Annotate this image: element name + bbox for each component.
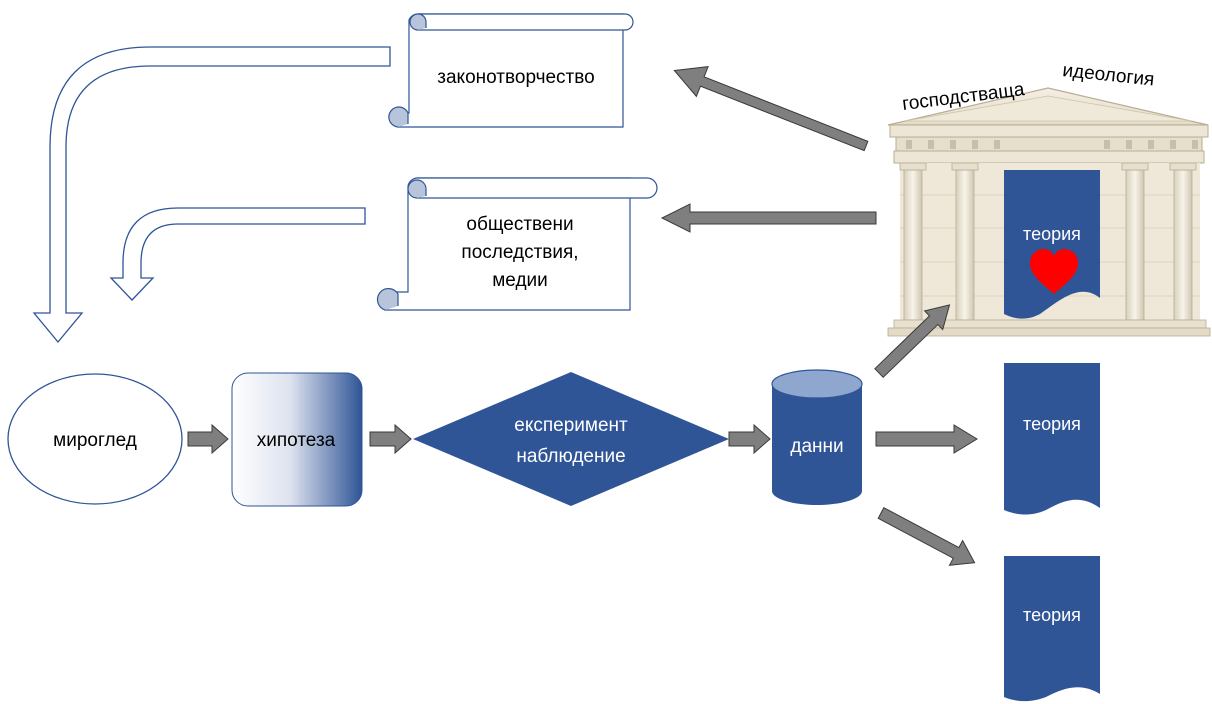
hypothesis-label: хипотеза	[257, 430, 336, 451]
scroll-social-line2: последствия,	[461, 242, 578, 263]
arrow-data-to-theory-right	[875, 424, 978, 454]
scroll-legislation: законотворчество	[388, 13, 634, 128]
arrow-temple-to-social	[660, 203, 877, 233]
worldview-label: мироглед	[53, 430, 137, 451]
experiment-line1: експеримент	[514, 415, 628, 436]
arrow-data-to-temple	[874, 304, 951, 379]
arrow-temple-to-legislation	[673, 66, 869, 152]
temple-theory-document	[1004, 170, 1100, 319]
node-experiment: експеримент наблюдение	[413, 372, 729, 506]
arrow-data-to-theory-bottom	[877, 507, 976, 566]
experiment-line2: наблюдение	[516, 446, 625, 467]
scroll-social-line3: медии	[492, 270, 548, 291]
theory-right-label: теория	[1023, 414, 1081, 434]
theory-bottom-label: теория	[1023, 605, 1081, 625]
curved-feedback-arrow-inner	[109, 207, 366, 301]
node-theory-bottom: теория	[1004, 556, 1100, 702]
scroll-social-line1: обществени	[466, 214, 573, 235]
scroll-legislation-label: законотворчество	[437, 67, 594, 88]
heart-icon	[1030, 249, 1078, 294]
temple-theory-label: теория	[1023, 224, 1081, 244]
arrow-experiment-to-data	[728, 423, 771, 455]
scroll-social-consequences: обществени последствия, медии	[376, 177, 658, 311]
node-data-cylinder: данни	[771, 369, 863, 505]
temple-arch-word2: идеология	[1061, 60, 1155, 91]
curved-feedback-arrow-outer	[32, 46, 391, 344]
arrow-worldview-to-hypothesis	[187, 423, 229, 455]
node-theory-right: теория	[1004, 363, 1100, 515]
temple-image: теория господстваща идеология	[887, 60, 1211, 337]
node-hypothesis: хипотеза	[231, 372, 363, 507]
data-label: данни	[790, 436, 843, 457]
arrow-hypothesis-to-experiment	[369, 423, 412, 455]
node-worldview: мироглед	[7, 373, 183, 505]
